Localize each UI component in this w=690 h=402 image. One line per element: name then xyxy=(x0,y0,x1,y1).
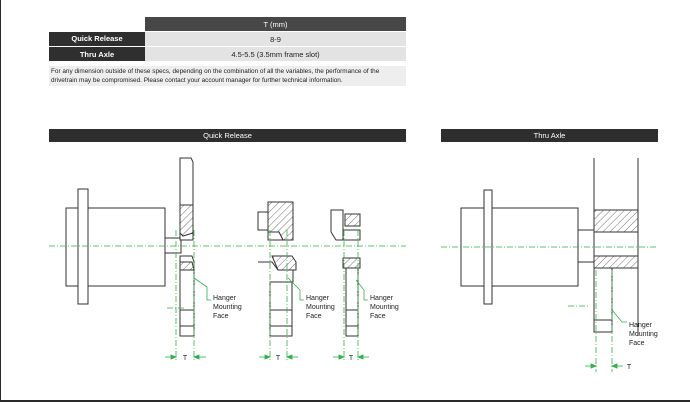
row-label-thru-axle: Thru Axle xyxy=(49,46,145,62)
hanger-label-2: Hanger Mounting Face xyxy=(306,295,335,320)
svg-text:Mounting: Mounting xyxy=(629,331,658,338)
svg-text:Hanger: Hanger xyxy=(306,295,330,302)
spec-col-header: T (mm) xyxy=(145,17,406,32)
quick-release-drawing-2 xyxy=(257,201,297,337)
dimension-label-t-3: T xyxy=(349,355,354,362)
bottom-frame-line xyxy=(0,400,690,402)
hanger-label-4: Hanger Mounting Face xyxy=(629,322,658,347)
row-value-thru-axle: 4.5-5.5 (3.5mm frame slot) xyxy=(145,46,406,62)
hanger-label-1: Hanger Mounting Face xyxy=(213,295,242,320)
svg-text:Face: Face xyxy=(629,340,645,347)
spec-table: T (mm) Quick Release 8-9 Thru Axle 4.5-5… xyxy=(49,17,406,62)
hanger-label-3: Hanger Mounting Face xyxy=(370,295,399,320)
svg-text:Hanger: Hanger xyxy=(370,295,394,302)
svg-text:Mounting: Mounting xyxy=(306,304,335,311)
quick-release-drawing-3 xyxy=(330,209,361,337)
svg-text:Face: Face xyxy=(306,313,322,320)
row-label-quick-release: Quick Release xyxy=(49,31,145,47)
svg-text:Mounting: Mounting xyxy=(370,304,399,311)
svg-text:Face: Face xyxy=(370,313,386,320)
leader-lines xyxy=(193,277,627,323)
dimension-label-t-1: T xyxy=(183,355,188,362)
table-row: Quick Release 8-9 xyxy=(49,31,406,47)
svg-text:Mounting: Mounting xyxy=(213,304,242,311)
row-value-quick-release: 8-9 xyxy=(145,31,406,47)
section-bar-quick-release: Quick Release xyxy=(49,129,406,142)
section-bar-thru-axle: Thru Axle xyxy=(441,129,658,142)
left-frame-line xyxy=(0,0,1,402)
table-row: Thru Axle 4.5-5.5 (3.5mm frame slot) xyxy=(49,46,406,62)
centerlines xyxy=(49,230,658,372)
dimension-label-t-2: T xyxy=(276,355,281,362)
svg-text:Face: Face xyxy=(213,313,229,320)
spec-note: For any dimension outside of these specs… xyxy=(49,66,406,86)
dimension-label-t-4: T xyxy=(627,364,632,371)
dimension-arrows xyxy=(165,354,623,369)
svg-text:Hanger: Hanger xyxy=(213,295,237,302)
spec-table-corner xyxy=(49,17,145,32)
quick-release-drawing-1 xyxy=(65,157,195,337)
svg-text:Hanger: Hanger xyxy=(629,322,653,329)
